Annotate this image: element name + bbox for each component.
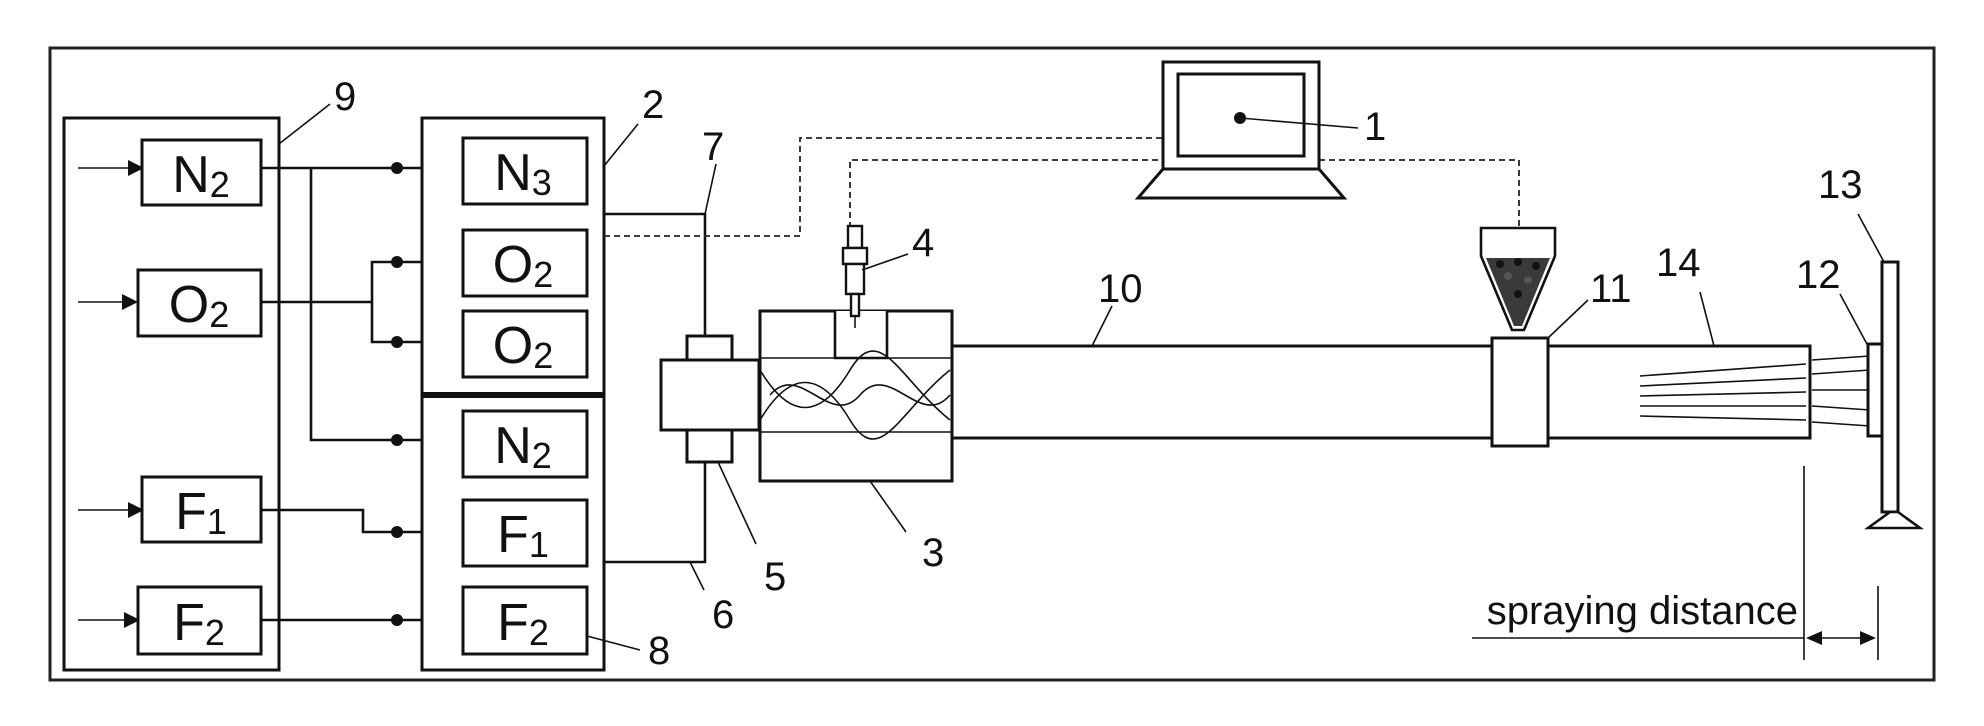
callout-12: 12	[1796, 253, 1841, 297]
callout-7: 7	[702, 125, 724, 169]
panel-n3-label: N3	[494, 144, 552, 203]
gas-supply-block: N2 O2 F1 F2	[62, 116, 281, 672]
input-f2-label: F2	[173, 594, 225, 653]
substrate-coating	[1866, 342, 1884, 438]
panel-o2-upper-label: O2	[493, 236, 553, 295]
control-panel: N3 O2 O2 N2 F1 F2	[420, 116, 606, 672]
input-n2-box	[140, 138, 263, 207]
spark-plug	[841, 224, 869, 328]
spray-jet	[1811, 355, 1871, 427]
panel-n2-box	[461, 409, 589, 479]
panel-o2-box-upper	[461, 228, 589, 298]
control-signal-lines	[604, 137, 1520, 237]
callout-8: 8	[648, 629, 670, 673]
input-o2-box	[136, 268, 263, 338]
panel-f1-label: F1	[497, 506, 549, 565]
callout-13: 13	[1818, 163, 1863, 207]
panel-n3-box	[461, 136, 589, 206]
callout-14: 14	[1656, 241, 1701, 285]
combustion-chamber	[758, 309, 954, 483]
callout-6: 6	[712, 593, 734, 637]
powder-feeder	[1479, 226, 1557, 448]
panel-f2-box	[461, 585, 589, 656]
substrate-holder	[1864, 260, 1924, 530]
spraying-distance-dimension: spraying distance	[1472, 466, 1879, 660]
callout-5: 5	[764, 555, 786, 599]
input-o2-label: O2	[169, 276, 229, 335]
callout-10: 10	[1098, 267, 1143, 311]
callout-1: 1	[1364, 105, 1386, 149]
input-f1-label: F1	[175, 483, 227, 542]
spraying-distance-label: spraying distance	[1487, 589, 1798, 633]
panel-o2-box-lower	[461, 309, 589, 379]
gun-barrel	[950, 344, 1494, 440]
gun-mounting-collar	[659, 334, 761, 464]
input-f2-box	[136, 585, 263, 656]
laptop-computer	[1134, 60, 1359, 200]
callout-11: 11	[1590, 267, 1632, 311]
callout-3: 3	[922, 531, 944, 575]
panel-f1-box	[461, 498, 589, 568]
panel-f2-label: F2	[497, 594, 549, 653]
panel-o2-lower-label: O2	[493, 317, 553, 376]
input-n2-label: N2	[172, 146, 230, 205]
nozzle-extension	[1546, 344, 1812, 440]
panel-n2-label: N2	[494, 417, 552, 476]
callout-2: 2	[642, 83, 664, 127]
callouts: 9 2 7 1 4 10 11 14 12 13 3 5 6	[278, 75, 1885, 673]
callout-4: 4	[912, 221, 934, 265]
callout-9: 9	[334, 75, 356, 119]
